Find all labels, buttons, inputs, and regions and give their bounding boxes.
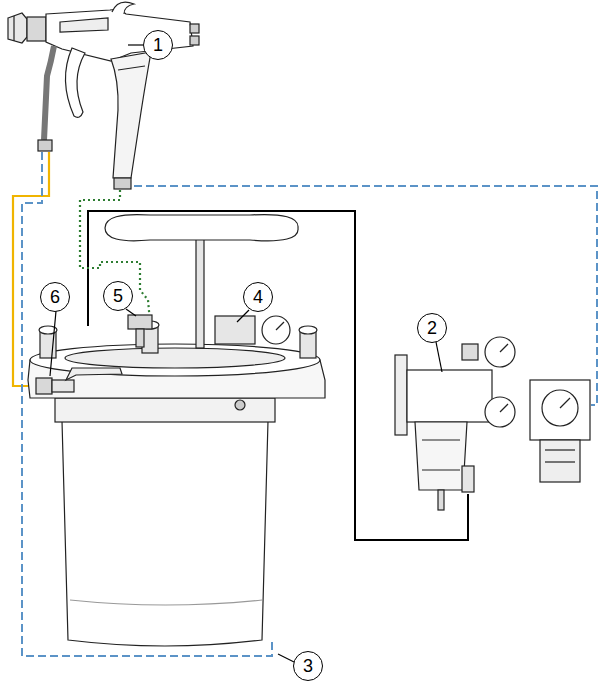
callout-circle: 1 bbox=[143, 30, 173, 60]
callout-circle: 2 bbox=[417, 313, 447, 343]
pressure-pot bbox=[299, 326, 317, 334]
pressure-pot bbox=[28, 215, 325, 646]
pressure-pot bbox=[70, 600, 262, 605]
pressure-pot bbox=[62, 421, 268, 646]
filter-regulator bbox=[560, 398, 570, 408]
filter-regulator bbox=[395, 355, 407, 435]
spray-gun bbox=[44, 46, 54, 140]
filter-regulator bbox=[438, 490, 444, 510]
leader-line bbox=[436, 342, 442, 372]
filter-regulator bbox=[530, 380, 590, 440]
spray-gun bbox=[114, 178, 131, 189]
pressure-pot bbox=[136, 329, 144, 347]
callout-number: 5 bbox=[113, 287, 123, 305]
filter-regulator bbox=[462, 466, 474, 492]
callout-number: 1 bbox=[153, 36, 163, 54]
spray-gun bbox=[60, 18, 108, 32]
leader-line bbox=[278, 654, 294, 662]
atomizing-line bbox=[80, 190, 150, 322]
pressure-pot bbox=[128, 315, 152, 329]
callout-circle: 4 bbox=[243, 282, 273, 312]
spray-gun bbox=[190, 36, 199, 45]
leader-line bbox=[50, 45, 442, 662]
spray-gun bbox=[46, 10, 193, 62]
spray-gun bbox=[65, 48, 85, 117]
callout-number: 6 bbox=[50, 288, 60, 306]
callout-number: 3 bbox=[303, 657, 313, 675]
filter-regulator bbox=[462, 344, 478, 360]
pressure-pot bbox=[55, 398, 275, 422]
filter-regulator bbox=[500, 404, 508, 412]
atomizing-line bbox=[80, 190, 150, 322]
spray-gun bbox=[112, 2, 134, 14]
filter-regulator bbox=[500, 344, 508, 352]
callout-number: 2 bbox=[427, 319, 437, 337]
callout-circle: 6 bbox=[40, 282, 70, 312]
leader-line bbox=[126, 309, 136, 316]
filter-regulator bbox=[485, 397, 515, 427]
filter-regulator bbox=[395, 337, 590, 510]
pressure-pot bbox=[105, 215, 298, 241]
air-hose bbox=[22, 152, 597, 656]
filter-regulator bbox=[545, 461, 575, 462]
pressure-pot bbox=[215, 316, 255, 344]
spray-gun bbox=[13, 16, 14, 41]
leader-line bbox=[128, 44, 143, 45]
callout-number: 4 bbox=[253, 288, 263, 306]
pressure-pot bbox=[52, 380, 74, 392]
leader-line bbox=[50, 311, 56, 376]
pressure-pot bbox=[262, 316, 290, 344]
spray-gun bbox=[8, 2, 199, 189]
filter-regulator bbox=[485, 337, 515, 367]
filter-regulator bbox=[407, 370, 492, 422]
filter-regulator bbox=[422, 469, 460, 470]
spray-gun bbox=[190, 24, 199, 33]
pressure-pot bbox=[36, 378, 52, 394]
filter-regulator bbox=[540, 440, 580, 482]
spray-gun bbox=[8, 13, 27, 43]
pressure-pot bbox=[235, 400, 245, 410]
pressure-pot bbox=[196, 238, 204, 348]
filter-regulator bbox=[415, 422, 467, 490]
leader-line bbox=[237, 310, 249, 322]
pressure-pot bbox=[65, 348, 285, 368]
filter-regulator bbox=[542, 390, 578, 426]
filter-regulator bbox=[422, 439, 460, 440]
spray-gun bbox=[118, 66, 145, 70]
pressure-pot bbox=[276, 322, 284, 330]
filter-regulator bbox=[545, 449, 575, 450]
callout-circle: 5 bbox=[103, 281, 133, 311]
spray-gun bbox=[27, 17, 46, 41]
spray-gun bbox=[38, 140, 52, 151]
callout-circle: 3 bbox=[293, 651, 323, 681]
spray-gun bbox=[111, 52, 151, 178]
pressure-pot bbox=[66, 368, 122, 380]
